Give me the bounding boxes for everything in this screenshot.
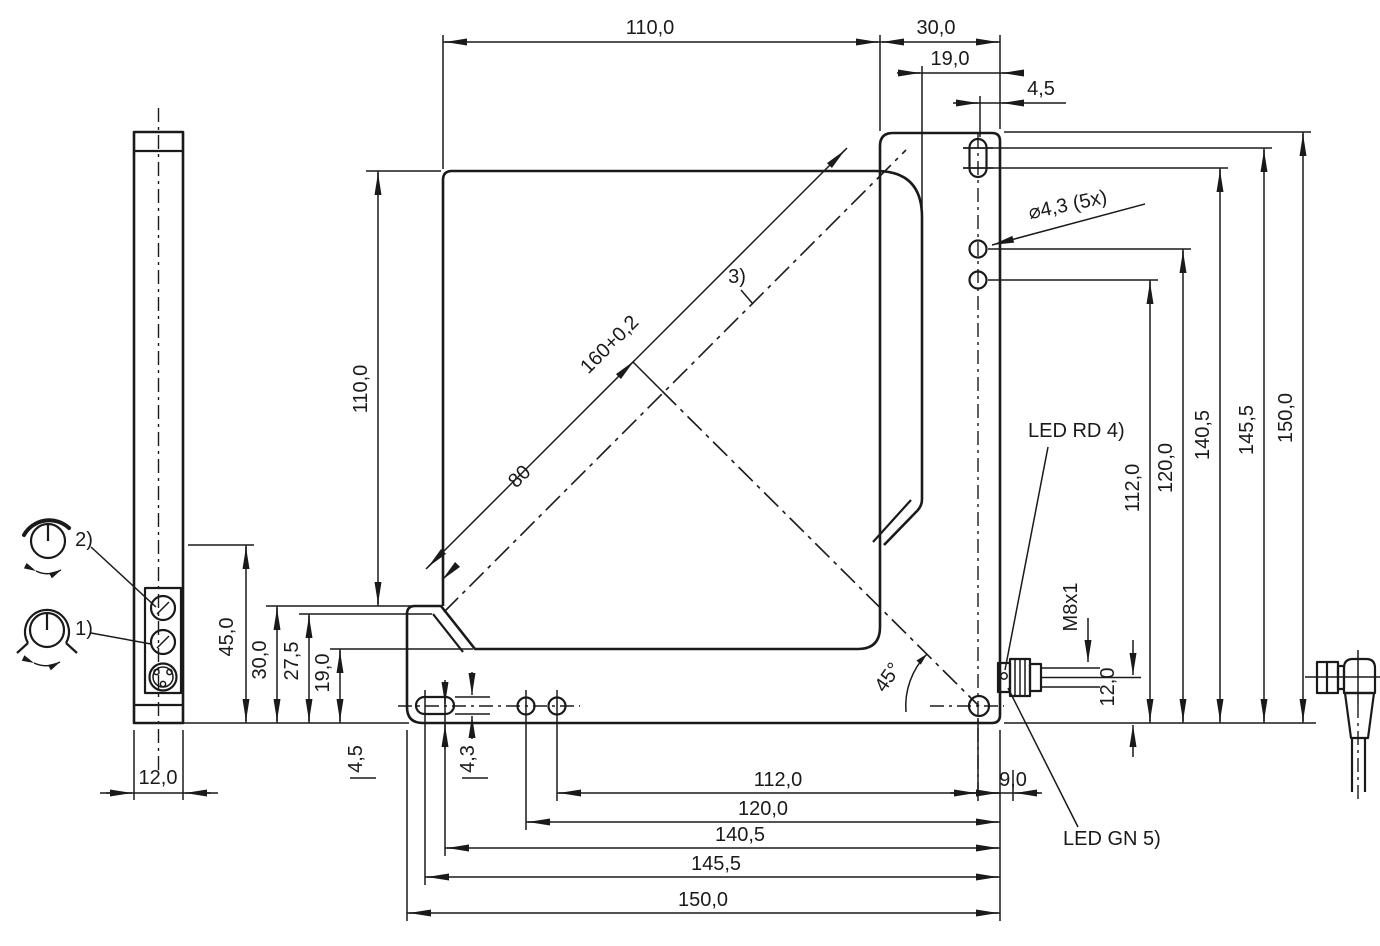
dim-110-top: 110,0: [626, 17, 675, 39]
dim-110-left: 110,0: [350, 365, 372, 414]
dim-120-right: 120,0: [1155, 443, 1177, 493]
dim-27-5-left: 27,5: [281, 642, 303, 681]
top-dimensions: 110,0 30,0 19,0 4,5: [442, 17, 1066, 208]
led-green-leader: [1007, 687, 1079, 828]
knob-symbols: 2) 1): [16, 518, 157, 671]
right-dimension-chain: 112,0 120,0 140,5 145,5 150,0: [963, 131, 1316, 724]
side-control-panel: [143, 586, 183, 695]
dim-30-top: 30,0: [917, 17, 956, 39]
angle-45-arc: [905, 653, 928, 713]
callouts: ⌀4,3 (5x) LED RD 4) LED GN 5) M8x1 12,0: [991, 186, 1161, 850]
optical-axis-dashdot: [443, 149, 907, 613]
led-red-leader: [1004, 446, 1049, 671]
led-dot: [1000, 672, 1008, 680]
dim-9: 9,0: [999, 769, 1027, 791]
dim-112-bottom: 112,0: [754, 769, 803, 791]
knob-2-symbol: [22, 518, 71, 579]
half-diagonal-end-tick: [632, 361, 663, 392]
diagonal-dimension-line: [425, 147, 848, 570]
socket-pin: [153, 668, 160, 676]
side-knob-1: [149, 628, 177, 656]
dim-19-top: 19,0: [931, 48, 970, 70]
dim-112-right: 112,0: [1122, 464, 1144, 513]
right-chamfer-line: [872, 499, 912, 543]
connector-barrel: [1028, 662, 1043, 693]
side-connector-socket: [148, 662, 178, 692]
led-green-label: LED GN 5): [1063, 828, 1161, 850]
side-width-dimension: 12,0: [100, 730, 218, 800]
cable-boot: [1343, 691, 1376, 740]
dim-145-5-right: 145,5: [1236, 405, 1258, 455]
knob-1-leader: [90, 632, 152, 645]
cable-connector: [1305, 650, 1380, 800]
note3-label: 3): [728, 266, 746, 288]
bottom-dimension-chain: 112,0 9,0 120,0 140,5 145,5 150,0: [183, 690, 1042, 921]
dim-30-left: 30,0: [249, 641, 271, 680]
diagonal-arrow-top: [826, 149, 846, 169]
dim-140-5-right: 140,5: [1192, 410, 1214, 460]
diagonal-arrow-bottom: [427, 548, 447, 568]
side-knob-1-slot: [156, 635, 170, 649]
housing-outline: [405, 131, 1002, 725]
mounting-hole: [968, 239, 988, 259]
dim-140-5-bottom: 140,5: [715, 824, 765, 846]
plug-body: [1342, 657, 1377, 695]
side-body-outline: [132, 130, 185, 725]
lower-chamfer-line: [432, 613, 464, 653]
front-view: [398, 131, 1004, 800]
m8-connector: [996, 657, 1141, 698]
knob-1-label: 1): [75, 618, 93, 640]
dim-45-side: 45,0: [216, 618, 238, 657]
half-diagonal-arrow: [615, 360, 635, 380]
dim-150-right: 150,0: [1275, 393, 1297, 443]
socket-pin: [166, 668, 173, 676]
dim-4-3: 4,3: [457, 745, 479, 773]
dim-150-bottom: 150,0: [678, 889, 728, 911]
diagonal-arrow-bottom-2: [441, 561, 461, 581]
socket-pin: [159, 680, 167, 688]
dim-120-bottom: 120,0: [738, 798, 788, 820]
side-knob-2-slot: [156, 601, 170, 615]
dim-145-5-bottom: 145,5: [691, 853, 741, 875]
dim-4-5-bottom: 4,5: [345, 745, 367, 773]
knob-2-leader: [90, 546, 157, 608]
thread-label: M8x1: [1060, 583, 1082, 632]
dim-19-left: 19,0: [312, 654, 334, 693]
side-knob-2: [149, 594, 177, 622]
dim-4-5-top: 4,5: [1027, 78, 1055, 100]
side-view: [132, 108, 185, 770]
hole-callout-leader: [991, 203, 1146, 246]
beam-axis-dashdot: [661, 390, 980, 707]
knob-1-symbol: [16, 608, 78, 671]
dim-12-connector: 12,0: [1097, 668, 1119, 707]
aperture-window-outline: [441, 169, 924, 606]
dim-12-side: 12,0: [139, 767, 178, 789]
note3-leader: [740, 289, 754, 305]
led-red-label: LED RD 4): [1028, 420, 1125, 442]
knob-2-label: 2): [75, 529, 93, 551]
